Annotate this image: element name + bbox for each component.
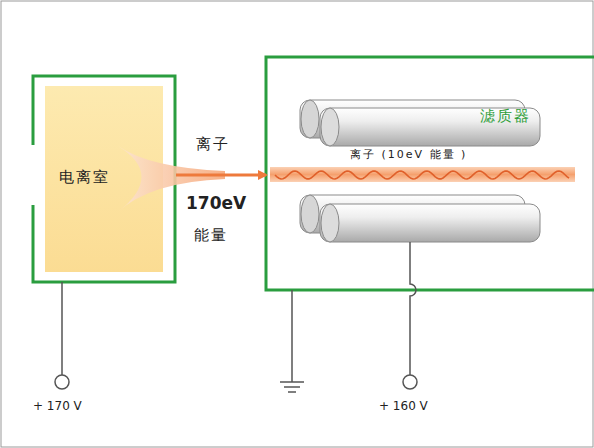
wire [410,242,416,375]
filter-housing [266,57,594,290]
beam-label: 能量 [194,227,228,244]
terminal [55,375,69,389]
wire [291,290,293,382]
beam-label: 170eV [186,194,246,214]
ionization-chamber: 电离室 [33,76,176,283]
voltage-label: + 170 V [33,400,82,414]
voltage-label: + 160 V [379,400,428,414]
ion-beam [270,167,575,182]
node-label: 滤质器 [480,108,531,125]
beam-label: 离子 (10eV 能量 ) [350,149,467,162]
node-label: 电离室 [59,169,110,186]
ground-symbol [280,382,304,392]
terminal [403,375,417,389]
ion-path-wave [275,171,569,179]
wire [61,282,63,375]
beam-label: 离子 [196,136,230,153]
ion-beam-arrow [176,174,266,177]
mass-filter: 滤质器 [266,57,594,291]
